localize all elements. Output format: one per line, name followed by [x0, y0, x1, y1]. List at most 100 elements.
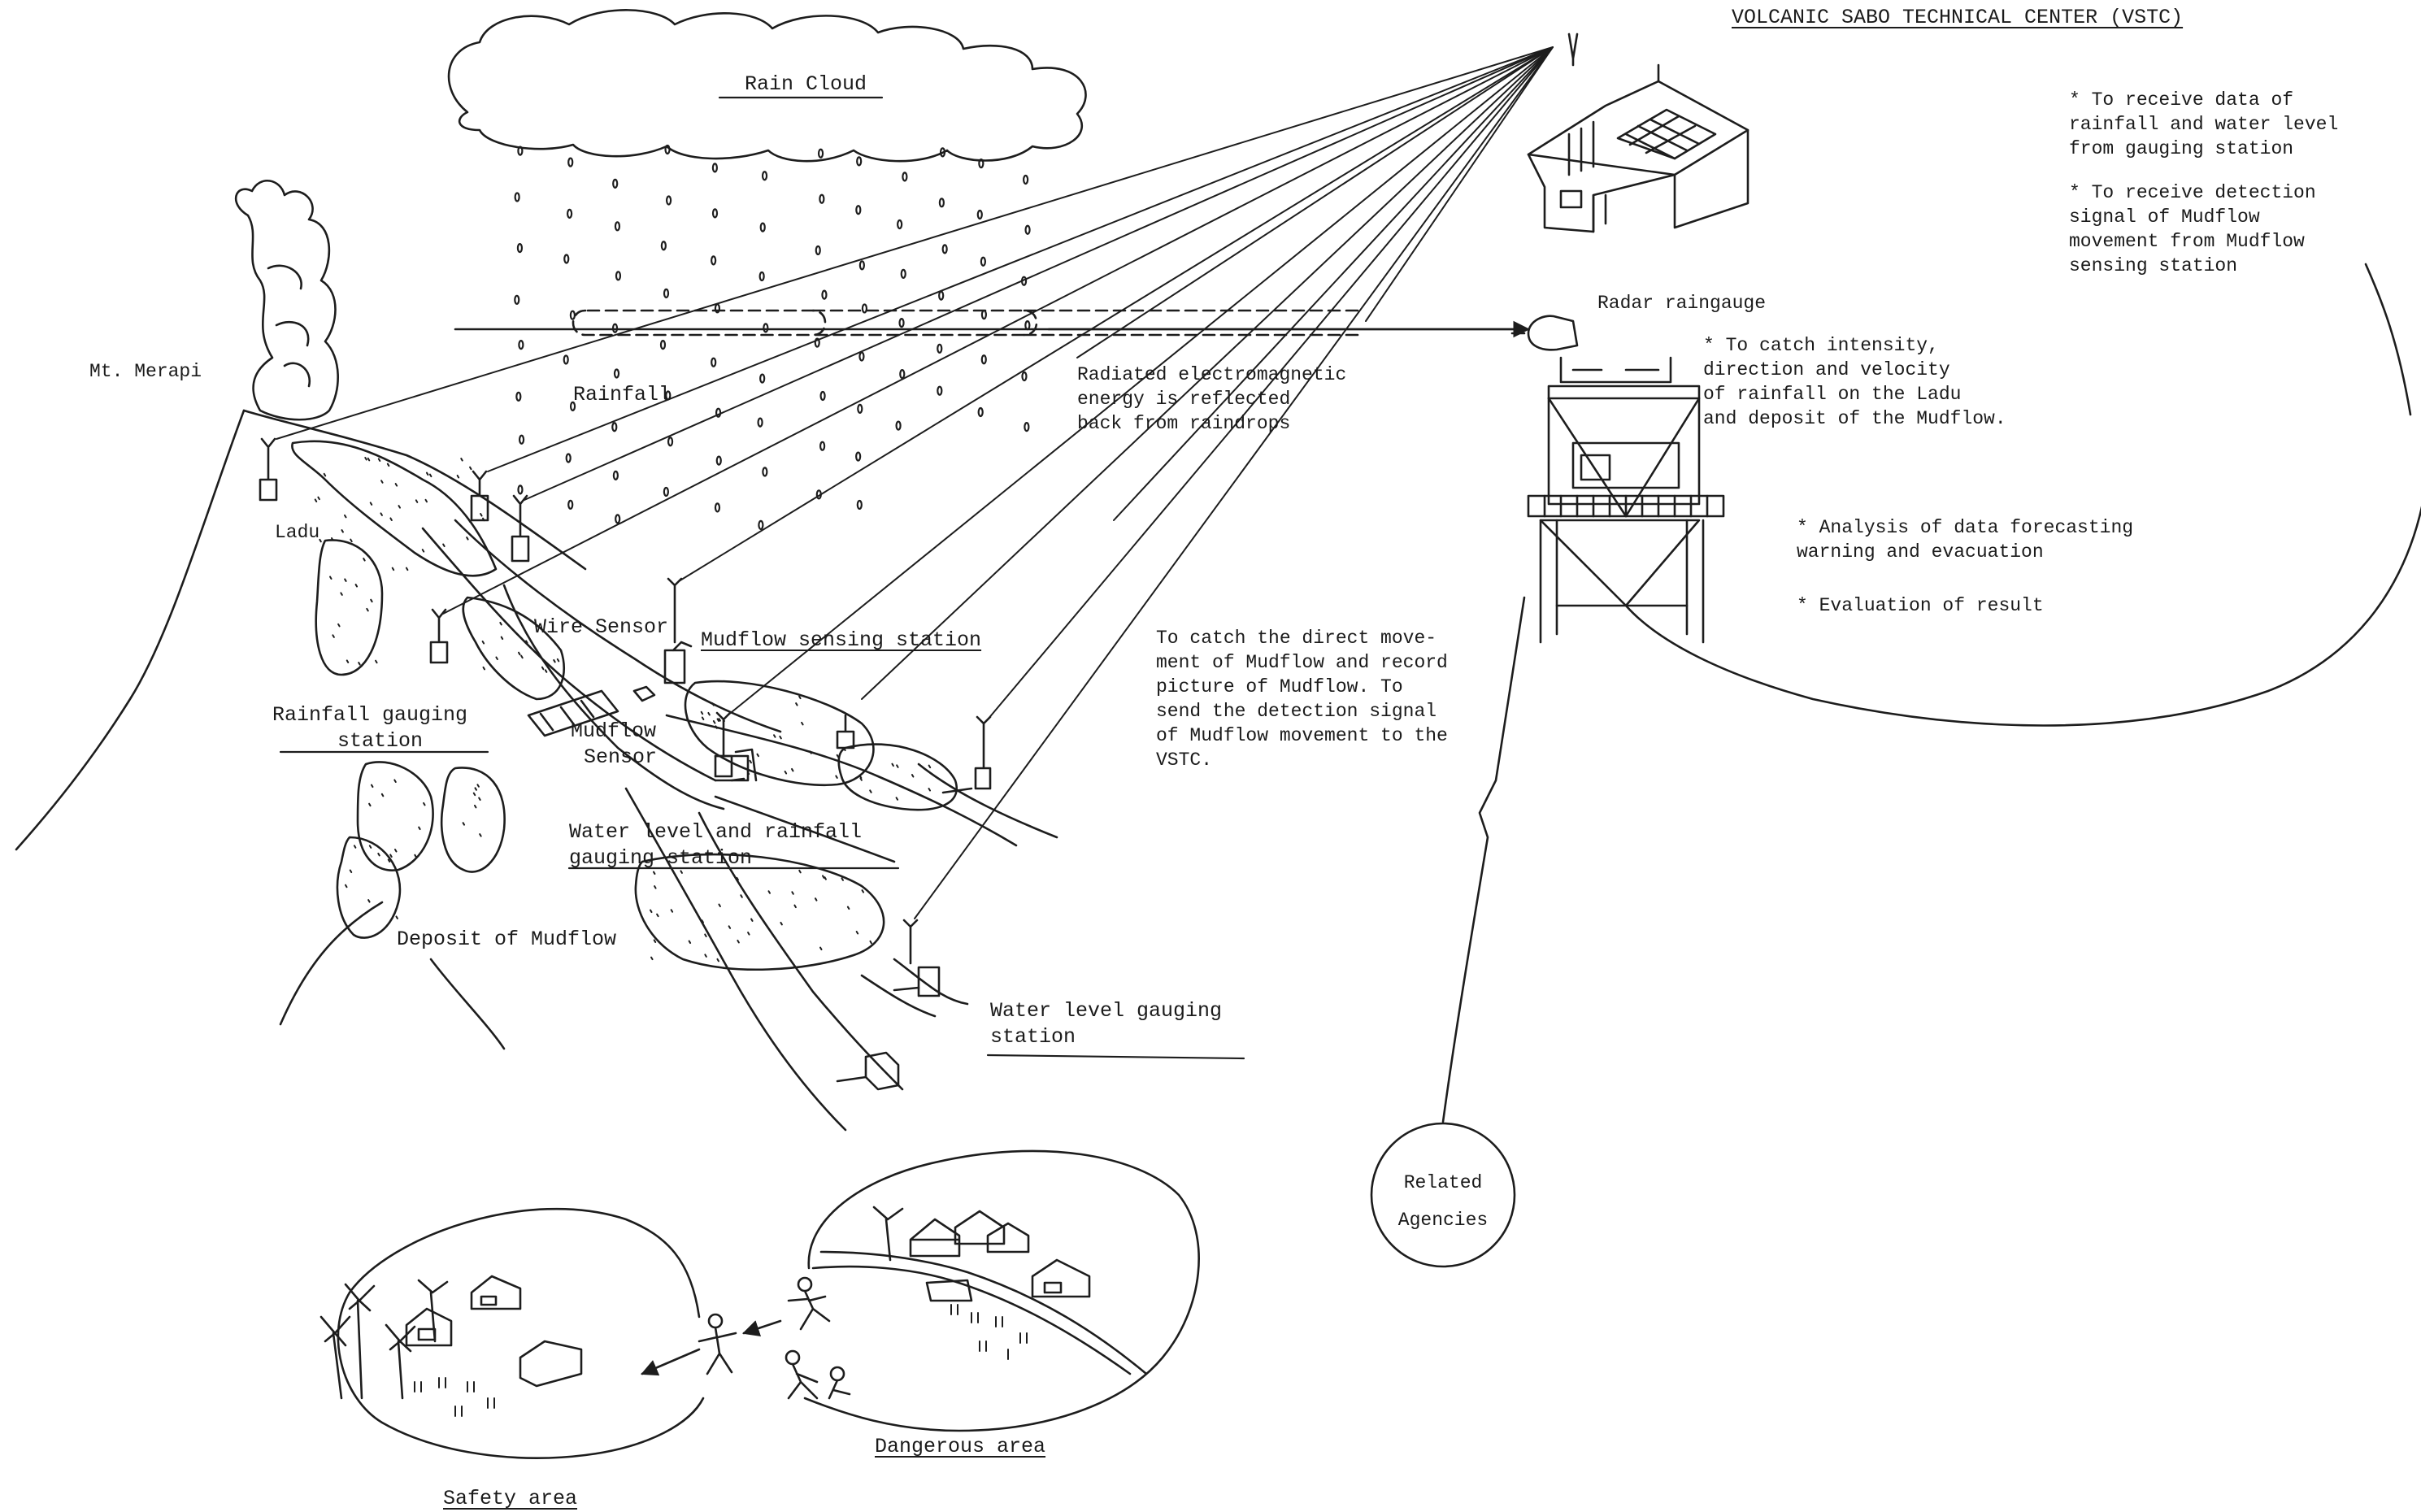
- analysis-note: * Analysis of data forecasting warning a…: [1797, 515, 2133, 564]
- raindrop: [858, 501, 862, 509]
- stipple-dot: [371, 600, 372, 602]
- stipple-dot: [824, 877, 826, 880]
- raindrop: [564, 255, 568, 263]
- stipple-dot: [332, 538, 333, 541]
- stipple-dot: [729, 926, 731, 928]
- stipple-dot: [443, 545, 445, 547]
- raindrop: [758, 419, 763, 427]
- raindrop: [615, 222, 619, 230]
- stipple-dot: [741, 895, 742, 897]
- stipple-dot: [354, 845, 356, 848]
- stipple-dot: [350, 540, 352, 542]
- stipple-dot: [371, 502, 372, 505]
- stipple-dot: [521, 656, 523, 658]
- raindrop: [819, 150, 823, 158]
- stipple-dot: [396, 484, 398, 486]
- stipple-dot: [378, 854, 380, 856]
- stipple-dot: [737, 878, 738, 880]
- stipple-dot: [705, 934, 706, 936]
- stipple-dot: [324, 474, 326, 476]
- stipple-dot: [526, 641, 528, 643]
- stipple-dot: [347, 660, 349, 663]
- stipple-dot: [496, 658, 498, 660]
- raindrop: [898, 220, 902, 228]
- raindrop: [567, 454, 571, 463]
- stipple-dot: [712, 703, 714, 706]
- raindrop: [856, 206, 860, 214]
- stipple-dot: [751, 919, 753, 921]
- stipple-dot: [382, 794, 384, 797]
- stipple-dot: [419, 828, 420, 830]
- stipple-dot: [315, 499, 317, 502]
- stipple-dot: [463, 823, 465, 825]
- stipple-dot: [390, 854, 392, 857]
- water-level-label: Water level gauging station: [990, 998, 1222, 1050]
- safety-area-label: Safety area: [443, 1486, 577, 1512]
- stipple-dot: [376, 661, 377, 663]
- deposit-label: Deposit of Mudflow: [397, 927, 616, 953]
- stipple-dot: [390, 518, 392, 520]
- raindrop: [761, 224, 765, 232]
- raindrop: [979, 408, 983, 416]
- raindrop: [615, 370, 619, 378]
- raindrop: [819, 195, 824, 203]
- raindrop: [568, 159, 572, 167]
- mudflow-sensor-label: Mudflow Sensor: [571, 719, 657, 771]
- raindrop: [564, 355, 568, 363]
- stipple-dot: [475, 806, 476, 808]
- stipple-dot: [841, 878, 843, 880]
- raindrop: [939, 292, 943, 300]
- stipple-dot: [398, 506, 400, 508]
- related-agencies-label: Related Agencies: [1386, 1164, 1500, 1239]
- stipple-dot: [794, 906, 796, 908]
- stipple-dot: [672, 910, 673, 912]
- raindrop: [567, 210, 572, 218]
- stipple-dot: [799, 697, 801, 699]
- vstc-role-1: * To receive data of rainfall and water …: [2069, 88, 2338, 161]
- raindrop: [856, 453, 860, 461]
- raindrop: [571, 311, 575, 319]
- stipple-dot: [768, 891, 770, 893]
- raindrop: [760, 375, 764, 383]
- stipple-dot: [870, 790, 871, 793]
- stipple-dot: [341, 593, 342, 595]
- stipple-dot: [372, 785, 373, 788]
- stipple-dot: [477, 784, 479, 787]
- stipple-dot: [479, 798, 480, 801]
- raindrop: [859, 353, 863, 361]
- raindrop: [717, 457, 721, 465]
- ladu-label: Ladu: [275, 520, 319, 545]
- stipple-dot: [892, 764, 893, 767]
- telemetry-line: [443, 47, 1553, 614]
- raindrop: [1024, 176, 1028, 184]
- stipple-dot: [396, 916, 398, 919]
- stipple-dot: [388, 464, 389, 467]
- raindrop: [664, 488, 668, 496]
- stipple-dot: [719, 904, 720, 906]
- stipple-dot: [792, 892, 793, 894]
- stipple-dot: [484, 667, 485, 670]
- stipple-dot: [774, 735, 776, 737]
- raindrop: [667, 197, 671, 205]
- raindrop: [821, 392, 825, 400]
- raindrop: [897, 422, 901, 430]
- stipple-dot: [796, 703, 798, 706]
- raindrop: [711, 256, 715, 264]
- stipple-dot: [897, 765, 898, 767]
- radiated-energy-note: Radiated electromagnetic energy is refle…: [1077, 363, 1346, 436]
- dangerous-area-boundary: [805, 1151, 1199, 1431]
- stipple-dot: [519, 653, 520, 655]
- telemetry-line: [679, 47, 1553, 581]
- stipple-dot: [929, 789, 931, 791]
- rainfall-gauging-label: Rainfall gauging station: [272, 702, 467, 754]
- radar-tower: [1512, 316, 1723, 642]
- stipple-dot: [780, 736, 781, 739]
- vstc-building: [1528, 34, 1748, 232]
- stipple-dot: [318, 497, 319, 500]
- stipple-dot: [381, 480, 383, 483]
- stipple-dot: [757, 754, 758, 757]
- stipple-dot: [393, 568, 394, 571]
- raindrop: [616, 272, 620, 280]
- raindrop: [518, 485, 522, 493]
- volcano-label: Mt. Merapi: [89, 359, 202, 384]
